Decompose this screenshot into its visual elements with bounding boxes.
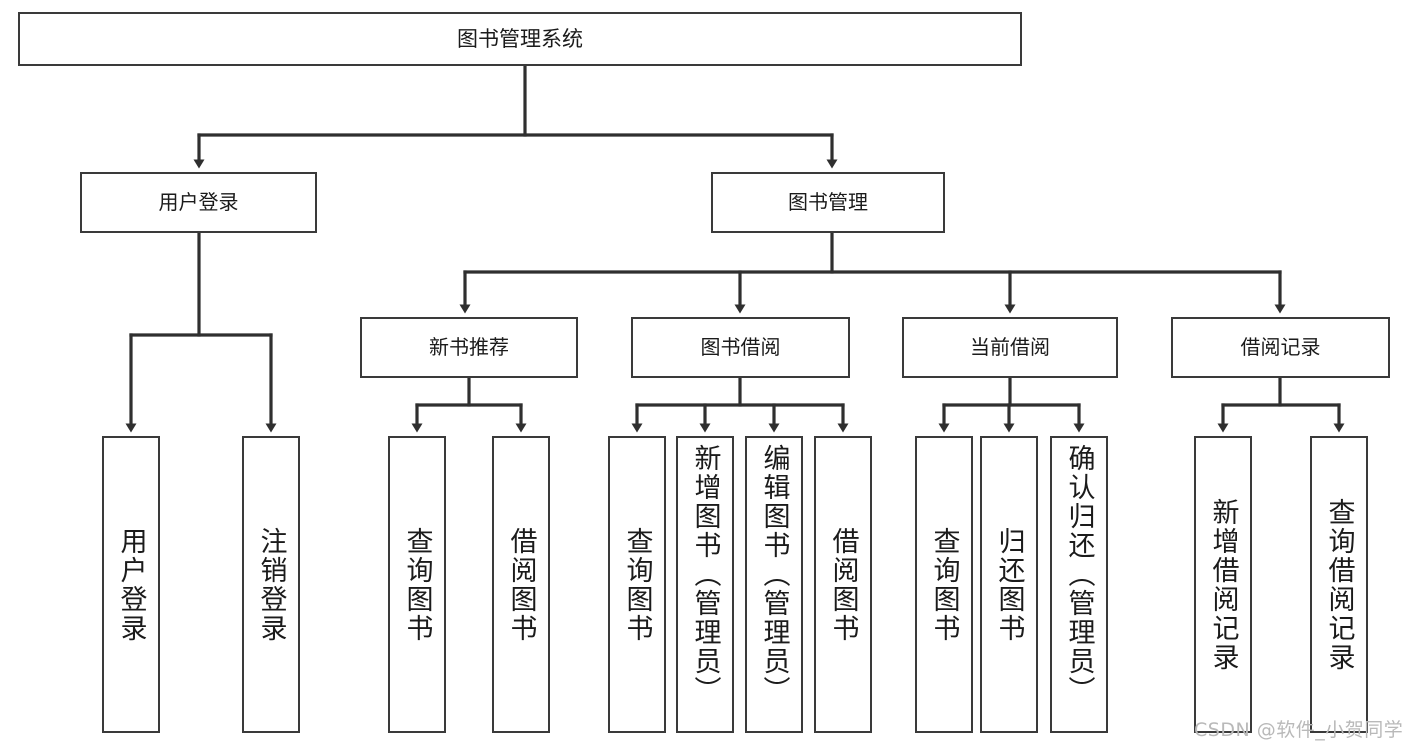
node-label: 当前借阅 bbox=[970, 334, 1050, 359]
node-label: 编辑图书（管理员） bbox=[758, 444, 790, 705]
node-label: 图书管理系统 bbox=[457, 26, 583, 51]
node-root-system[interactable]: 图书管理系统 bbox=[18, 12, 1022, 66]
node-label: 查询图书 bbox=[621, 526, 653, 643]
node-book-management[interactable]: 图书管理 bbox=[711, 172, 945, 233]
node-label: 借阅图书 bbox=[505, 526, 537, 643]
leaf-edit-book-admin[interactable]: 编辑图书（管理员） bbox=[745, 436, 803, 733]
node-label: 注销登录 bbox=[255, 526, 287, 643]
leaf-user-login[interactable]: 用户登录 bbox=[102, 436, 160, 733]
node-user-login[interactable]: 用户登录 bbox=[80, 172, 317, 233]
leaf-query-book-current[interactable]: 查询图书 bbox=[915, 436, 973, 733]
node-label: 新书推荐 bbox=[429, 334, 509, 359]
leaf-add-book-admin[interactable]: 新增图书（管理员） bbox=[676, 436, 734, 733]
leaf-query-book-recommend[interactable]: 查询图书 bbox=[388, 436, 446, 733]
node-label: 用户登录 bbox=[115, 526, 147, 643]
leaf-return-book[interactable]: 归还图书 bbox=[980, 436, 1038, 733]
leaf-borrow-book[interactable]: 借阅图书 bbox=[814, 436, 872, 733]
leaf-confirm-return-admin[interactable]: 确认归还（管理员） bbox=[1050, 436, 1108, 733]
node-label: 查询图书 bbox=[928, 526, 960, 643]
node-borrow-record[interactable]: 借阅记录 bbox=[1171, 317, 1390, 378]
node-label: 借阅记录 bbox=[1240, 334, 1321, 359]
node-new-book-recommend[interactable]: 新书推荐 bbox=[360, 317, 578, 378]
leaf-query-book-borrow[interactable]: 查询图书 bbox=[608, 436, 666, 733]
node-label: 确认归还（管理员） bbox=[1063, 444, 1095, 705]
node-label: 图书借阅 bbox=[700, 334, 781, 359]
leaf-borrow-book-recommend[interactable]: 借阅图书 bbox=[492, 436, 550, 733]
leaf-user-logout[interactable]: 注销登录 bbox=[242, 436, 300, 733]
leaf-query-borrow-record[interactable]: 查询借阅记录 bbox=[1310, 436, 1368, 733]
node-label: 查询图书 bbox=[401, 526, 433, 643]
node-current-borrow[interactable]: 当前借阅 bbox=[902, 317, 1118, 378]
node-label: 查询借阅记录 bbox=[1323, 497, 1355, 672]
node-label: 归还图书 bbox=[993, 526, 1025, 643]
node-label: 借阅图书 bbox=[827, 526, 859, 643]
node-label: 用户登录 bbox=[158, 189, 239, 214]
leaf-add-borrow-record[interactable]: 新增借阅记录 bbox=[1194, 436, 1252, 733]
node-label: 图书管理 bbox=[788, 189, 868, 214]
node-label: 新增借阅记录 bbox=[1207, 497, 1239, 672]
node-book-borrow[interactable]: 图书借阅 bbox=[631, 317, 850, 378]
node-label: 新增图书（管理员） bbox=[689, 444, 721, 705]
csdn-watermark: CSDN @软件_小贺同学 bbox=[1194, 719, 1404, 741]
